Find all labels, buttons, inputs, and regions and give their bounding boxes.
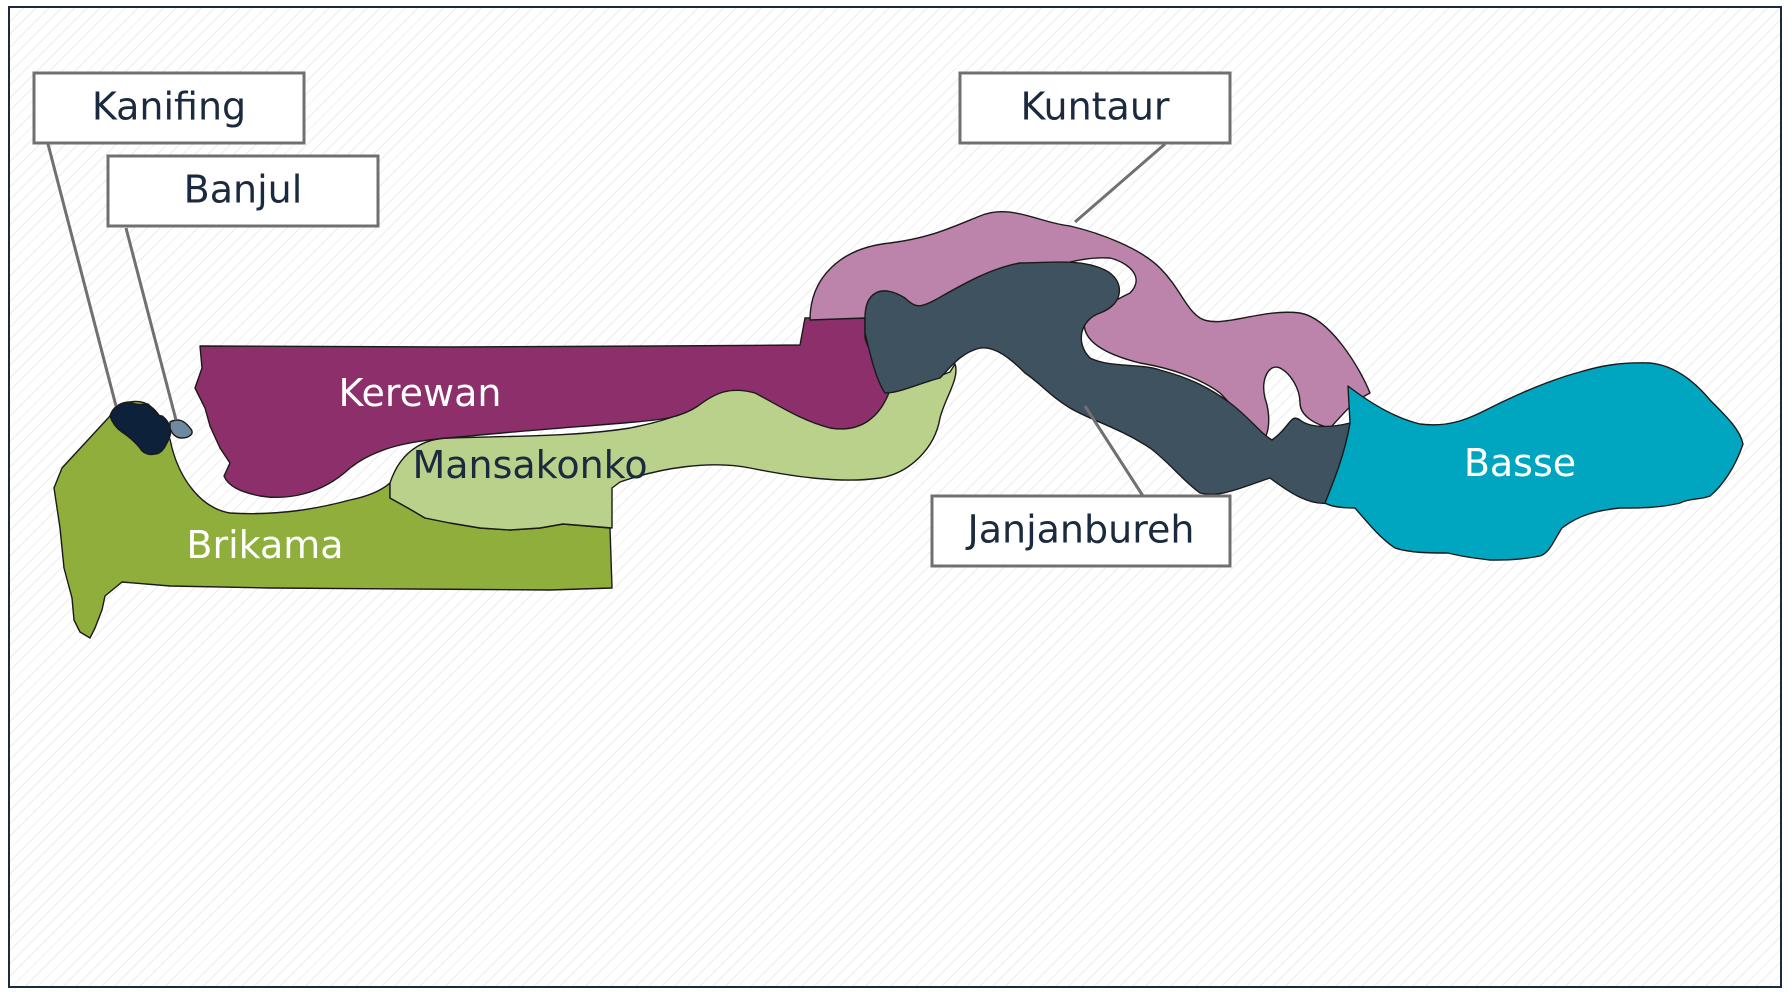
callout-label-kuntaur: Kuntaur bbox=[1020, 85, 1169, 129]
callout-box-kuntaur bbox=[958, 71, 1232, 145]
callout-box-kanifing bbox=[32, 71, 306, 145]
region-kuntaur[interactable] bbox=[809, 211, 1371, 439]
callout-kuntaur: Kuntaur bbox=[958, 71, 1232, 145]
callout-label-kanifing: Kanifing bbox=[92, 85, 246, 129]
callout-label-janjanbureh: Janjanbureh bbox=[966, 508, 1195, 552]
leader-kanifing bbox=[46, 143, 118, 407]
leader-kuntaur bbox=[1074, 142, 1166, 224]
label-basse: Basse bbox=[1464, 441, 1576, 485]
label-brikama: Brikama bbox=[186, 523, 343, 567]
map-frame: Kerewan Mansakonko Brikama Basse Kanifin… bbox=[8, 6, 1782, 988]
callout-label-banjul: Banjul bbox=[184, 168, 303, 212]
leader-janjanbureh bbox=[1083, 405, 1145, 497]
callout-janjanbureh: Janjanbureh bbox=[930, 494, 1232, 568]
callout-box-banjul bbox=[106, 154, 380, 228]
gambia-region-map: Kerewan Mansakonko Brikama Basse Kanifin… bbox=[32, 71, 1744, 639]
region-janjanbureh[interactable] bbox=[864, 261, 1352, 505]
label-mansakonko: Mansakonko bbox=[412, 443, 647, 487]
callout-kanifing: Kanifing bbox=[32, 71, 306, 145]
region-banjul[interactable] bbox=[169, 419, 193, 439]
leader-banjul bbox=[124, 227, 178, 421]
callout-banjul: Banjul bbox=[106, 154, 380, 228]
label-kerewan: Kerewan bbox=[338, 371, 501, 415]
region-kerewan[interactable] bbox=[194, 317, 891, 498]
region-basse[interactable] bbox=[1324, 362, 1744, 561]
region-kanifing[interactable] bbox=[109, 401, 172, 456]
callout-box-janjanbureh bbox=[930, 494, 1232, 568]
